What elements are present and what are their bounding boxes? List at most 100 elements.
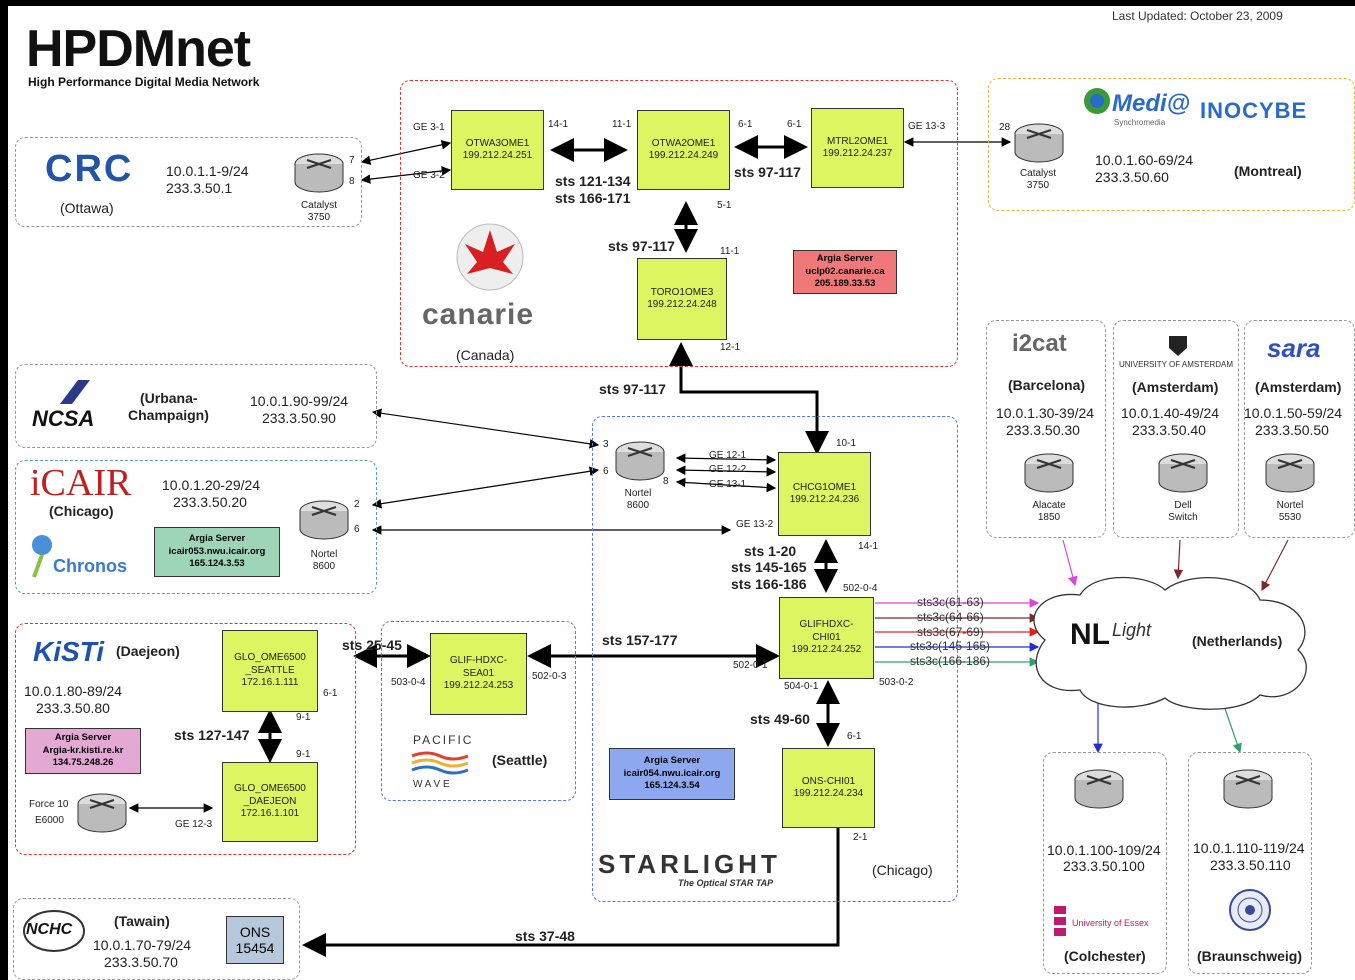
node-ip: 199.212.24.252 [791, 644, 862, 656]
sara-sw-l2: 5530 [1278, 512, 1302, 523]
port-label: 2 [354, 499, 360, 510]
link-label: sts3c(145-165) [910, 639, 991, 653]
sara-sw-l1: Nortel [1276, 500, 1304, 511]
kisti-ip: 10.0.1.80-89/24 [24, 683, 123, 699]
node-ip: 199.212.24.251 [462, 150, 533, 161]
canada-label: (Canada) [456, 347, 515, 363]
ottawa-sw-l2: 3750 [307, 212, 331, 223]
last-updated: Last Updated: October 23, 2009 [1112, 9, 1283, 23]
crc-logo: CRC [45, 148, 134, 190]
uva-crest-icon [1169, 336, 1187, 356]
node-name: _DAEJEON [243, 795, 297, 807]
starlight-subtitle: The Optical STAR TAP [678, 878, 774, 888]
node-name: OTWA3OME1 [465, 137, 530, 149]
canarie-maple-icon [456, 223, 524, 291]
kisti-addr: 233.3.50.80 [36, 700, 110, 716]
pacific-wave-logo: PACIFIC [413, 733, 474, 747]
ottawa-ip: 10.0.1.1-9/24 [166, 163, 249, 179]
port-label: 6-1 [323, 688, 338, 699]
amsterdam-addr: 233.3.50.40 [1132, 422, 1206, 438]
tawain-city: (Tawain) [114, 913, 170, 929]
ottawa-port-7: 7 [349, 155, 355, 166]
node-name: ONS-CHI01 [801, 775, 856, 787]
kisti-sw-l2: E6000 [35, 815, 64, 826]
canarie-logo: canarie [422, 298, 535, 331]
sts-label: sts 25-45 [342, 637, 402, 653]
port-label: 10-1 [836, 438, 857, 449]
port-label: 503-0-2 [879, 677, 914, 688]
port-label: 8 [663, 476, 669, 487]
switch-icon [1223, 769, 1273, 809]
region-daejeon [15, 623, 356, 855]
region-ncsa [15, 364, 377, 448]
port-label: 3 [603, 439, 609, 450]
chronos-logo: Chronos [53, 556, 127, 576]
nchc-icon [23, 910, 85, 952]
barcelona-city: (Barcelona) [1008, 377, 1086, 393]
region-ottawa [15, 137, 362, 227]
link-label: sts3c(166-186) [910, 654, 991, 668]
amsterdam-sara-ip: 10.0.1.50-59/24 [1244, 405, 1343, 421]
node-name: GLIFHDXC- [799, 619, 854, 631]
synchromedia-label: Synchromedia [1114, 118, 1166, 127]
icair-sw-l2: 8600 [312, 561, 336, 572]
uva-logo: UNIVERSITY OF AMSTERDAM [1118, 360, 1234, 369]
node-ip: 172.16.1.111 [241, 677, 299, 689]
sts-label: sts 1-20 [744, 543, 797, 559]
sts-label: sts 166-186 [731, 576, 807, 592]
node-ip: 199.212.24.249 [648, 150, 719, 161]
sts-label: sts 97-117 [608, 238, 675, 254]
port-label: 12-1 [720, 342, 741, 353]
netherlight-logo: NL [1070, 618, 1110, 651]
switch-icon [294, 153, 344, 193]
ottawa-sw-l1: Catalyst [300, 200, 338, 211]
node-name: CHI01 [812, 631, 841, 643]
colchester-ip: 10.0.1.100-109/24 [1047, 842, 1161, 858]
switch-icon [77, 793, 127, 833]
tawain-addr: 233.3.50.70 [104, 954, 178, 970]
icair-city: (Chicago) [49, 503, 114, 519]
region-colchester [1043, 752, 1167, 974]
port-label: 502-0-3 [532, 671, 567, 682]
node-ip: 199.212.24.248 [647, 299, 717, 310]
region-barcelona [986, 320, 1106, 538]
port-label: 6-1 [847, 731, 862, 742]
medi-logo: Medi@ [1112, 90, 1191, 117]
switch-icon [1158, 453, 1208, 493]
port-label: GE 12-2 [709, 464, 747, 475]
icair-addr: 233.3.50.20 [173, 494, 247, 510]
switch-icon [1074, 769, 1124, 809]
port-label: 11-1 [720, 246, 740, 257]
ons-label-1: ONS [239, 924, 271, 940]
port-label: 6-1 [738, 119, 753, 130]
port-label: GE 3-2 [413, 170, 445, 181]
amsterdam-sw-l2: Switch [1168, 512, 1198, 523]
sts-label: sts 157-177 [602, 632, 678, 648]
braunschweig-addr: 233.3.50.110 [1210, 857, 1291, 873]
ons-15454-device[interactable]: ONS 15454 [226, 916, 284, 964]
sts-label: sts 121-134 [555, 173, 631, 189]
barcelona-ip: 10.0.1.30-39/24 [996, 405, 1095, 421]
port-label: 5-1 [717, 200, 732, 211]
amsterdam-ip: 10.0.1.40-49/24 [1121, 405, 1220, 421]
tu-braunschweig-seal-icon [1229, 889, 1271, 931]
port-label: GE 3-1 [413, 122, 445, 133]
port-label: 504-0-1 [784, 681, 819, 692]
port-label: GE 13-3 [908, 121, 946, 132]
hpdmnet-logo: HPDMnet [26, 20, 251, 78]
